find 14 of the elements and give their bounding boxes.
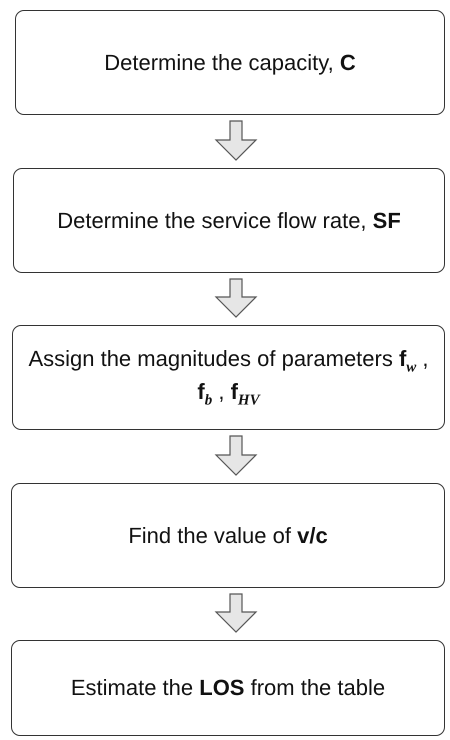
step-text: Assign the magnitudes of parameters f$_{w}$ , f$_{b}$ , f$_{HV}$	[27, 345, 430, 410]
step-text: Find the value of v/c	[128, 522, 328, 550]
process-box	[12, 325, 445, 430]
process-box	[13, 168, 445, 273]
block-arrow	[214, 593, 258, 633]
process-box	[11, 640, 445, 736]
step-text: Determine the capacity, C	[104, 48, 356, 76]
block-arrow	[214, 278, 258, 318]
block-arrow	[214, 120, 258, 161]
step-text: Estimate the LOS from the table	[70, 674, 386, 702]
step-text: Determine the service flow rate, SF	[57, 206, 401, 234]
process-box	[11, 483, 445, 588]
process-box	[15, 10, 445, 115]
block-arrow	[214, 435, 258, 476]
